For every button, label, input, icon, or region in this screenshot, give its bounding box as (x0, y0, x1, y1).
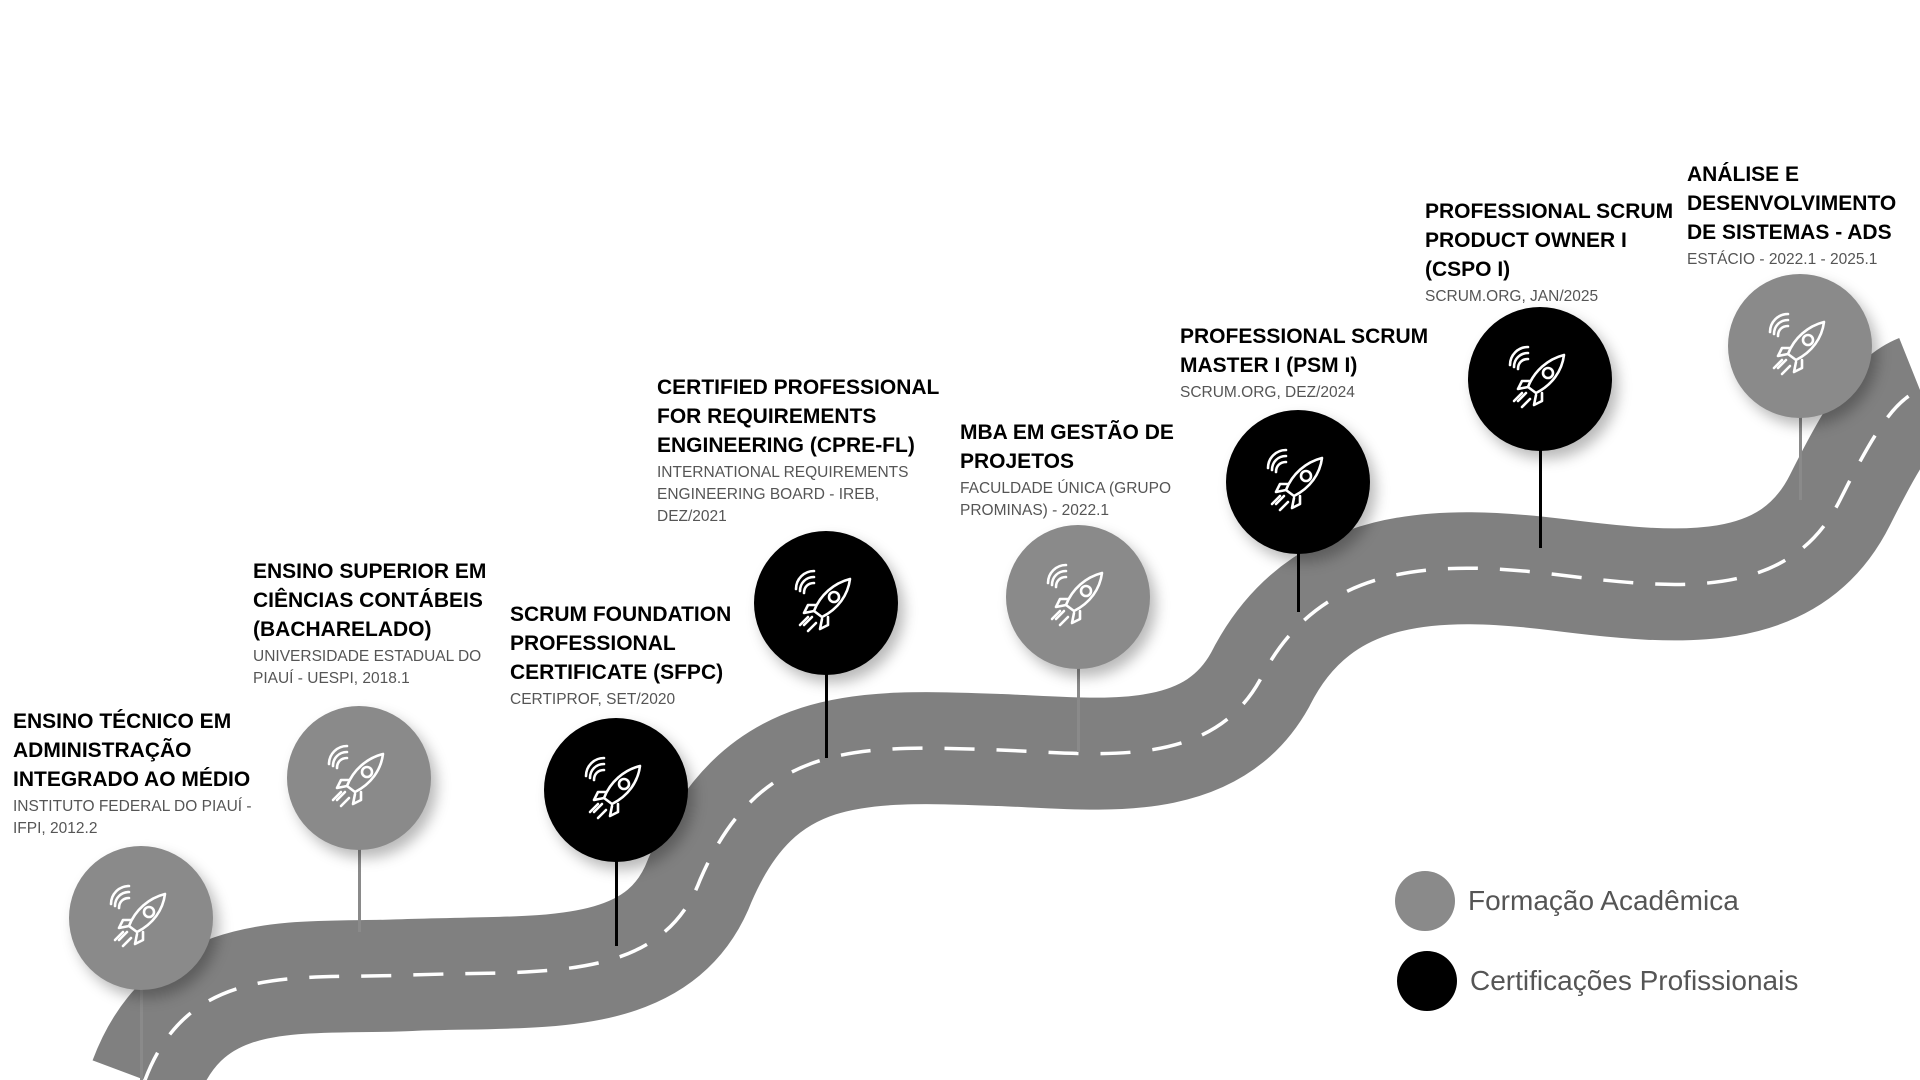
legend-label-certification: Certificações Profissionais (1470, 965, 1799, 996)
milestone-subtitle: INTERNATIONAL REQUIREMENTS ENGINEERING B… (657, 464, 909, 525)
milestone-title: ANÁLISE E DESENVOLVIMENTO DE SISTEMAS - … (1687, 163, 1897, 244)
legend-item-certification: Certificações Profissionais (1397, 951, 1798, 1011)
milestone-pin-certification (544, 718, 688, 862)
legend-swatch-certification (1397, 951, 1457, 1011)
milestone-subtitle: FACULDADE ÚNICA (GRUPO PROMINAS) - 2022.… (960, 480, 1172, 519)
road-lane-marking (143, 388, 1920, 1080)
milestone-label: ANÁLISE E DESENVOLVIMENTO DE SISTEMAS - … (1687, 160, 1920, 271)
milestone-title: CERTIFIED PROFESSIONAL FOR REQUIREMENTS … (657, 376, 939, 457)
rocket-icon (327, 744, 385, 808)
milestone-label: MBA EM GESTÃO DE PROJETOS FACULDADE ÚNICA… (960, 418, 1190, 522)
milestone-title: ENSINO TÉCNICO EM ADMINISTRAÇÃO INTEGRAD… (13, 710, 251, 791)
rocket-icon (1046, 563, 1104, 627)
milestone-title: MBA EM GESTÃO DE PROJETOS (960, 421, 1174, 473)
milestone-pin-academic (1728, 274, 1872, 418)
milestone-title: PROFESSIONAL SCRUM MASTER I (PSM I) (1180, 325, 1429, 377)
rocket-icon (1508, 345, 1566, 409)
milestone-label: PROFESSIONAL SCRUM MASTER I (PSM I) SCRUM… (1180, 322, 1440, 404)
milestone-subtitle: SCRUM.ORG, JAN/2025 (1425, 288, 1599, 305)
milestone-pin-certification (754, 531, 898, 675)
milestone-label: ENSINO TÉCNICO EM ADMINISTRAÇÃO INTEGRAD… (13, 707, 273, 840)
legend-item-academic: Formação Acadêmica (1395, 871, 1739, 931)
milestone-stem (614, 790, 618, 946)
milestone-title: PROFESSIONAL SCRUM PRODUCT OWNER I (CSPO… (1425, 200, 1674, 281)
rocket-icon (1266, 448, 1324, 512)
milestone-stem (824, 603, 828, 758)
milestone-subtitle: CERTIPROF, SET/2020 (510, 691, 676, 708)
milestone-stem (1798, 346, 1802, 500)
milestone-pin-certification (1226, 410, 1370, 554)
milestone-stem (1538, 379, 1542, 548)
milestone-stem (357, 778, 361, 932)
legend-swatch-academic (1395, 871, 1455, 931)
milestone-subtitle: INSTITUTO FEDERAL DO PIAUÍ - IFPI, 2012.… (13, 798, 252, 837)
rocket-icon (1768, 312, 1826, 376)
milestone-subtitle: ESTÁCIO - 2022.1 - 2025.1 (1687, 251, 1878, 268)
milestone-pin-certification (1468, 307, 1612, 451)
rocket-icon (794, 569, 852, 633)
legend-label-academic: Formação Acadêmica (1468, 885, 1739, 916)
milestone-label: CERTIFIED PROFESSIONAL FOR REQUIREMENTS … (657, 373, 947, 528)
milestone-label: SCRUM FOUNDATION PROFESSIONAL CERTIFICAT… (510, 600, 750, 711)
milestone-subtitle: UNIVERSIDADE ESTADUAL DO PIAUÍ - UESPI, … (253, 648, 482, 687)
rocket-icon (584, 756, 642, 820)
milestone-label: PROFESSIONAL SCRUM PRODUCT OWNER I (CSPO… (1425, 197, 1685, 308)
milestone-title: SCRUM FOUNDATION PROFESSIONAL CERTIFICAT… (510, 603, 732, 684)
milestone-pin-academic (287, 706, 431, 850)
milestone-subtitle: SCRUM.ORG, DEZ/2024 (1180, 384, 1355, 401)
milestone-label: ENSINO SUPERIOR EM CIÊNCIAS CONTÁBEIS (B… (253, 557, 493, 690)
milestone-stem (1076, 597, 1080, 752)
milestone-pin-academic (1006, 525, 1150, 669)
milestone-stem (139, 918, 143, 1080)
milestone-pin-academic (69, 846, 213, 990)
milestone-title: ENSINO SUPERIOR EM CIÊNCIAS CONTÁBEIS (B… (253, 560, 487, 641)
rocket-icon (109, 884, 167, 948)
